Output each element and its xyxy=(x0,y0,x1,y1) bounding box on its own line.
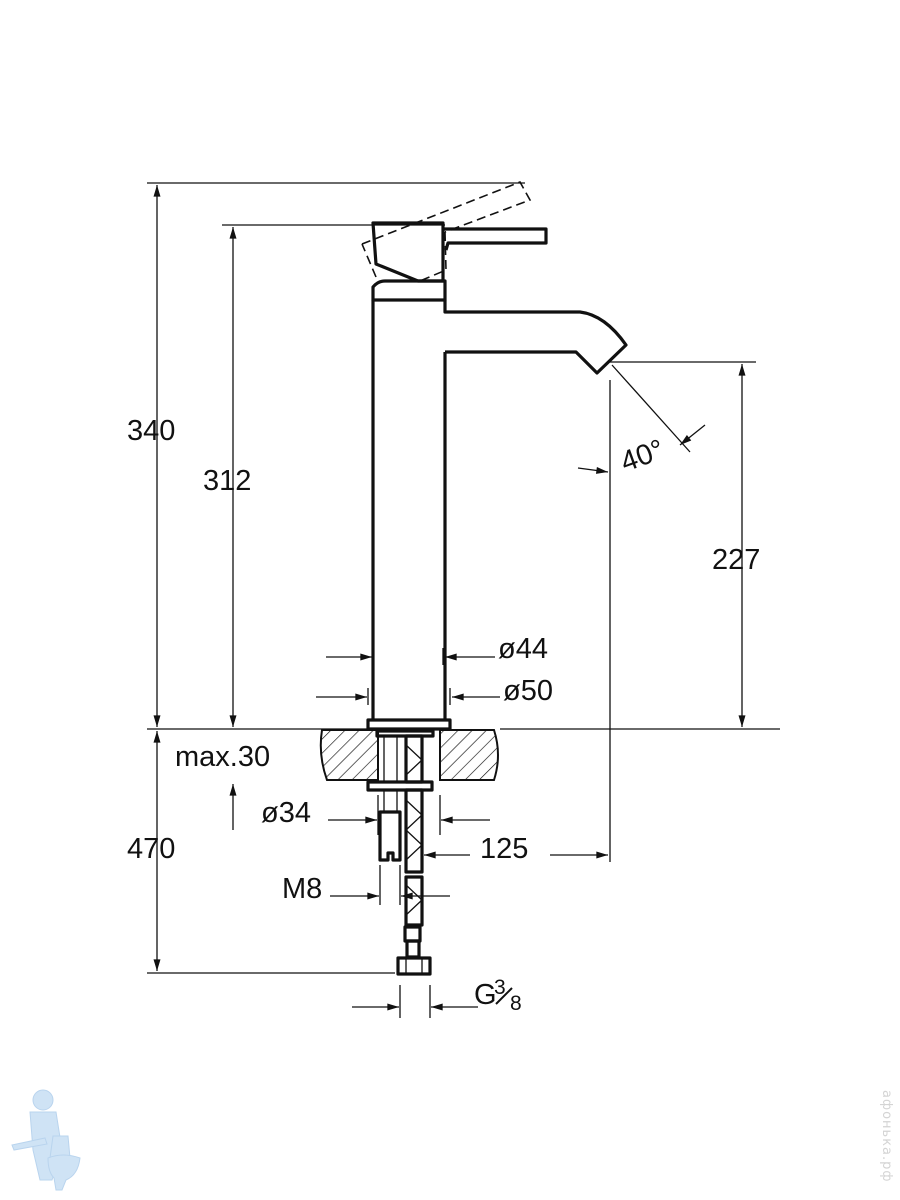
dim-g-den: 8 xyxy=(510,992,522,1015)
dim-angle-label: 40° xyxy=(616,434,668,479)
extension-lines xyxy=(147,182,780,1018)
faucet-outline xyxy=(361,180,628,731)
dim-227-label: 227 xyxy=(712,544,760,576)
dim-470-label: 470 xyxy=(127,833,175,865)
dim-m8-label: M8 xyxy=(282,873,322,905)
dim-312-label: 312 xyxy=(203,465,251,497)
dim-g-num: 3 xyxy=(494,976,506,999)
watermark: афонька.рф xyxy=(879,1090,894,1183)
countertop-section xyxy=(319,729,499,792)
dim-d50-label: ø50 xyxy=(503,675,553,707)
dimension-lines xyxy=(153,185,746,1011)
dim-g-label: G xyxy=(474,979,497,1011)
dim-d44-label: ø44 xyxy=(498,633,548,665)
dim-125-label: 125 xyxy=(480,833,528,865)
dim-340-label: 340 xyxy=(127,415,175,447)
mounting-stud-and-hose xyxy=(378,734,432,976)
dim-max30-label: max.30 xyxy=(175,741,270,773)
plumber-logo xyxy=(11,1089,81,1191)
dim-d34-label: ø34 xyxy=(261,797,311,829)
